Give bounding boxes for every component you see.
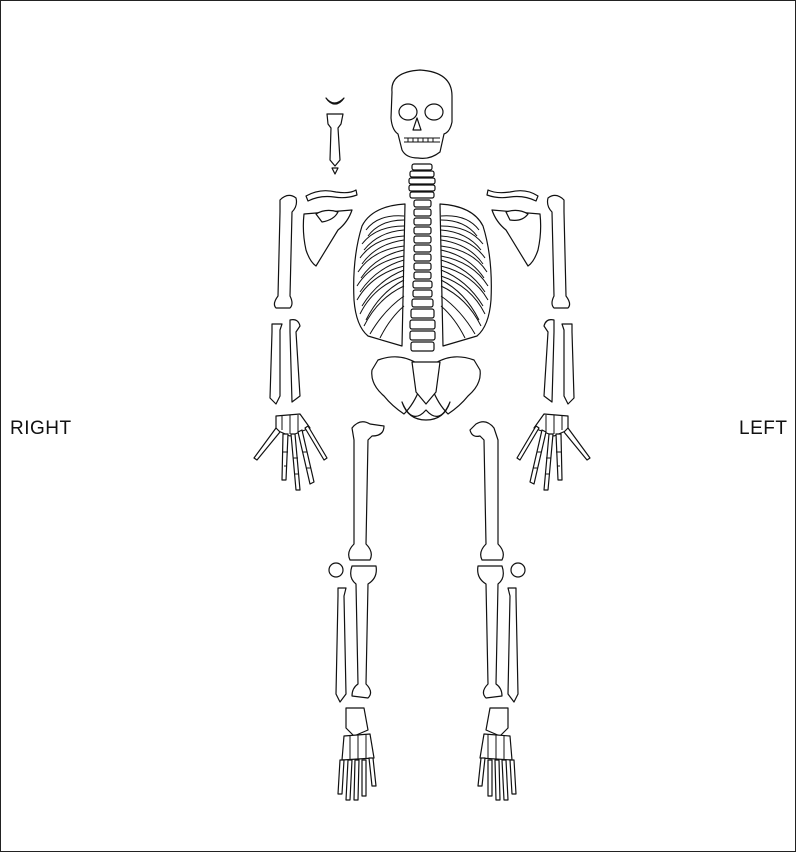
foot-left (478, 708, 516, 800)
pelvis (372, 357, 481, 420)
tibia-fibula-left (478, 566, 518, 702)
scapula-right (303, 210, 352, 266)
cervical-vertebrae (409, 164, 435, 198)
hand-right (254, 414, 327, 490)
sternum (327, 114, 343, 174)
humerus-left (548, 195, 570, 308)
scapula-left (492, 210, 541, 266)
femur-right (349, 422, 384, 560)
clavicle-left (487, 190, 538, 201)
clavicle-right (306, 190, 357, 201)
hand-left (517, 414, 590, 490)
patella-right (329, 563, 343, 577)
radius-ulna-left (544, 320, 574, 404)
humerus-right (274, 195, 296, 308)
skull (391, 70, 452, 158)
hyoid-bone (326, 98, 344, 104)
patella-left (511, 563, 525, 577)
radius-ulna-right (270, 320, 300, 404)
tibia-fibula-right (336, 566, 376, 702)
foot-right (338, 708, 376, 800)
femur-left (470, 422, 503, 560)
spine (410, 200, 435, 351)
